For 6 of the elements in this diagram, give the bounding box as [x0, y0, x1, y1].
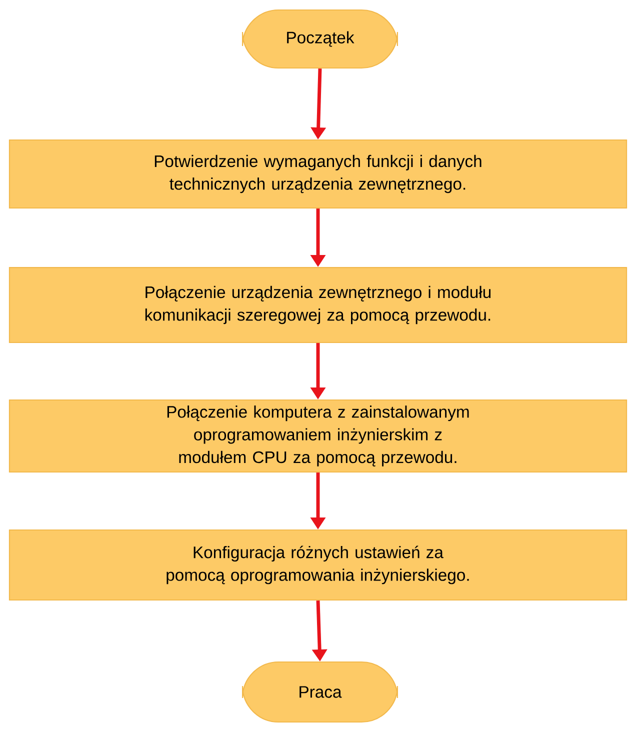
terminal-pill: Początek [242, 9, 398, 69]
process-box: Konfiguracja różnych ustawień za pomocą oprogramowania inżynierskiego. [8, 529, 628, 601]
terminal-pill: Praca [242, 661, 398, 723]
process-box: Potwierdzenie wymaganych funkcji i danych technicznych urządzenia zewnętrznego. [8, 139, 628, 209]
process-box: Połączenie komputera z zainstalowanym oprogramowaniem inżynierskim z modułem CPU za pomocą przewodu. [8, 399, 628, 473]
process-box: Połączenie urządzenia zewnętrznego i modułu komunikacji szeregowej za pomocą przewodu. [8, 267, 628, 343]
